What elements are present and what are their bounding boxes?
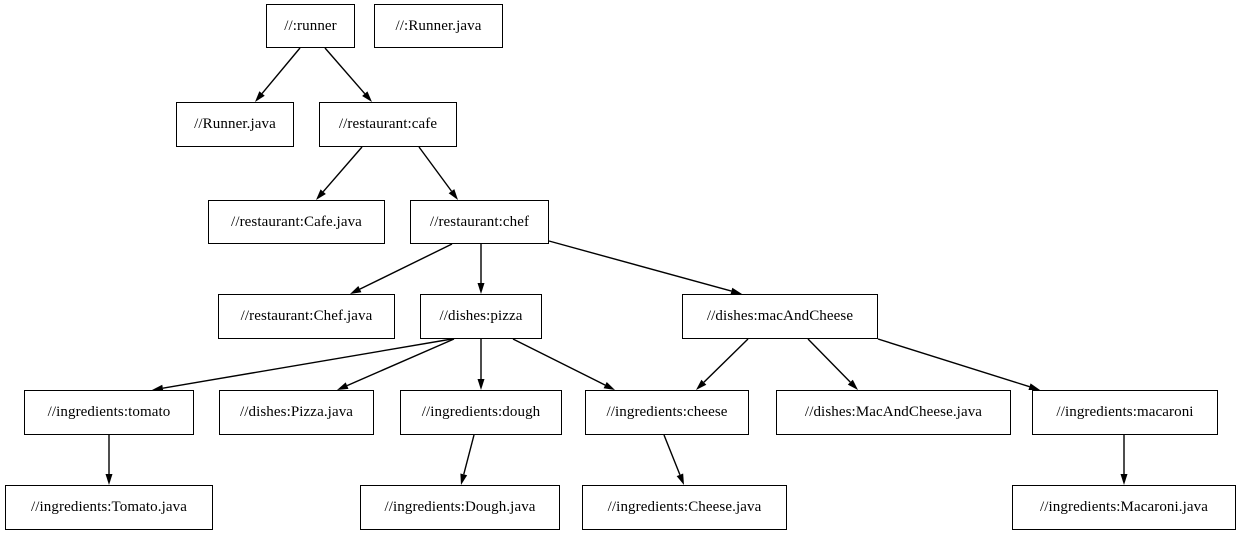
node-label: //:Runner.java [395,17,482,34]
node-label: //ingredients:Dough.java [384,499,536,515]
graph-node-dough_java[interactable]: //ingredients:Dough.java [360,485,560,530]
node-label: //restaurant:cafe [338,116,438,132]
graph-node-ing_dough[interactable]: //ingredients:dough [400,390,562,435]
graph-node-pizza_java[interactable]: //dishes:Pizza.java [219,390,374,435]
node-label: //restaurant:Cafe.java [231,213,362,230]
graph-node-ing_tomato[interactable]: //ingredients:tomato [24,390,194,435]
node-label: //dishes:Pizza.java [239,404,354,420]
node-label: //ingredients:cheese [606,404,728,420]
graph-node-runner_java_root[interactable]: //:Runner.java [374,4,503,48]
node-label: //Runner.java [194,116,276,132]
node-label: //ingredients:Cheese.java [607,499,762,515]
node-label: //dishes:pizza [439,308,523,324]
graph-node-restaurant_cafe[interactable]: //restaurant:cafe [319,102,457,147]
graph-node-cafe_java[interactable]: //restaurant:Cafe.java [208,200,385,244]
graph-node-cheese_java[interactable]: //ingredients:Cheese.java [582,485,787,530]
graph-node-runner[interactable]: //:runner [266,4,355,48]
graph-node-tomato_java[interactable]: //ingredients:Tomato.java [5,485,213,530]
graph-node-ing_cheese[interactable]: //ingredients:cheese [585,390,749,435]
node-label: //ingredients:tomato [47,404,171,420]
node-label: //restaurant:Chef.java [240,308,373,324]
graph-node-macaroni_java[interactable]: //ingredients:Macaroni.java [1012,485,1236,530]
graph-node-dishes_pizza[interactable]: //dishes:pizza [420,294,542,339]
node-label: //ingredients:dough [421,404,541,420]
graph-node-runner_java[interactable]: //Runner.java [176,102,294,147]
node-label: //ingredients:macaroni [1056,404,1194,420]
node-label: //dishes:MacAndCheese.java [804,404,983,420]
node-label: //ingredients:Macaroni.java [1039,499,1209,515]
node-label: //dishes:macAndCheese [706,308,854,324]
graph-node-ing_macaroni[interactable]: //ingredients:macaroni [1032,390,1218,435]
node-label: //ingredients:Tomato.java [31,499,187,515]
node-label: //:runner [284,17,337,34]
graph-node-restaurant_chef[interactable]: //restaurant:chef [410,200,549,244]
graph-node-chef_java[interactable]: //restaurant:Chef.java [218,294,395,339]
graph-node-mac_java[interactable]: //dishes:MacAndCheese.java [776,390,1011,435]
node-label: //restaurant:chef [429,213,530,230]
graph-node-dishes_mac[interactable]: //dishes:macAndCheese [682,294,878,339]
